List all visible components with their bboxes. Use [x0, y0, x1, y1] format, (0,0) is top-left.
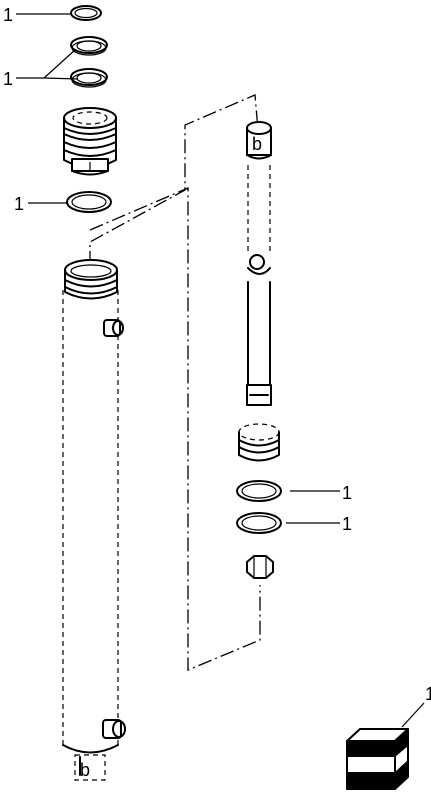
callout-label: 1 — [3, 5, 13, 25]
callout-label: 1 — [342, 483, 352, 503]
callout-seal-pair: 1 — [3, 49, 79, 89]
seal-kit-box — [346, 728, 409, 790]
piston-rod: b — [246, 121, 272, 406]
callout-seal-kit: 1 — [401, 684, 431, 728]
centerline-rod-path — [89, 94, 259, 265]
wiper-seal — [70, 36, 108, 56]
cylinder-barrel — [62, 259, 119, 754]
piston — [238, 423, 280, 462]
callout-label: 1 — [14, 194, 24, 214]
piston-oring-upper — [236, 480, 282, 502]
leader-line — [43, 49, 76, 79]
callout-label: 1 — [3, 69, 13, 89]
callout-label: 1 — [342, 514, 352, 534]
callout-oring-gland: 1 — [14, 194, 68, 214]
callout-label: 1 — [425, 684, 431, 704]
gland-nut — [63, 107, 117, 176]
callout-oring-right-upper: 1 — [290, 483, 352, 503]
centerline-piston-path — [89, 187, 261, 671]
small-oring — [70, 5, 102, 21]
svg-text:b: b — [252, 134, 262, 154]
callout-oring-top-small: 1 — [3, 5, 72, 25]
callout-oring-right-lower: 1 — [286, 514, 352, 534]
barrel-port-upper — [103, 319, 124, 337]
lock-nut — [246, 555, 274, 579]
gland-oring — [66, 191, 112, 213]
barrel-clevis: b — [74, 754, 106, 781]
piston-oring-lower — [236, 512, 282, 534]
svg-text:b: b — [80, 760, 90, 780]
barrel-port-lower — [102, 719, 126, 739]
rod-seal — [70, 68, 108, 88]
leader-line — [401, 702, 425, 728]
